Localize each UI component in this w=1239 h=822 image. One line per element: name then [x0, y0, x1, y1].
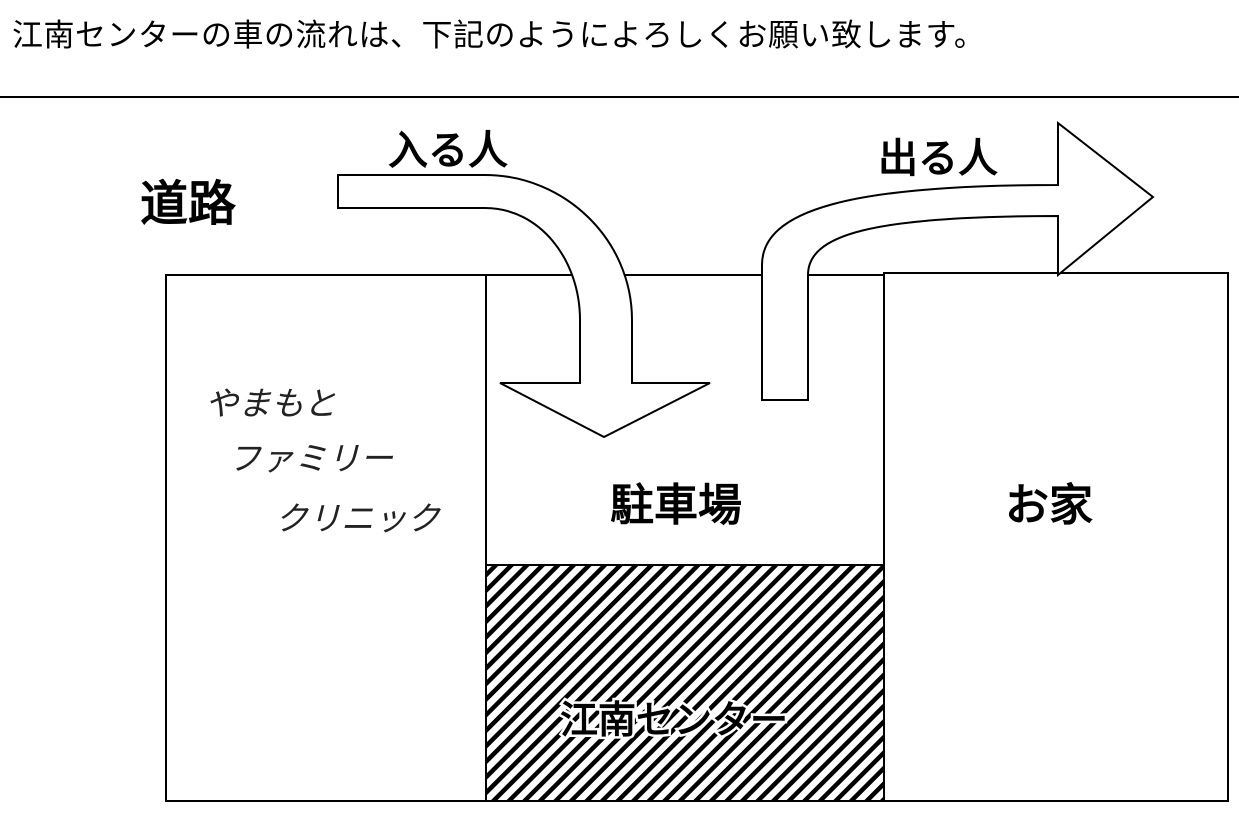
enter-arrow [337, 174, 711, 439]
clinic-label-line1: やまもと [205, 384, 336, 423]
clinic-block [165, 274, 487, 802]
parking-block [485, 274, 885, 566]
road-label: 道路 [140, 176, 237, 232]
center-label: 江南センター [560, 698, 788, 742]
clinic-label-line2: ファミリー [228, 439, 394, 478]
page-heading: 江南センターの車の流れは、下記のようによろしくお願い致します。 [12, 18, 986, 54]
center-block [485, 564, 885, 802]
house-label: お家 [1005, 480, 1093, 531]
exit-arrow [761, 120, 1155, 401]
exit-label: 出る人 [878, 136, 998, 182]
clinic-label-line3: クリニック [275, 499, 441, 538]
house-block [883, 272, 1229, 802]
parking-label: 駐車場 [610, 480, 742, 531]
divider-line [0, 96, 1239, 98]
enter-label: 入る人 [388, 128, 508, 174]
